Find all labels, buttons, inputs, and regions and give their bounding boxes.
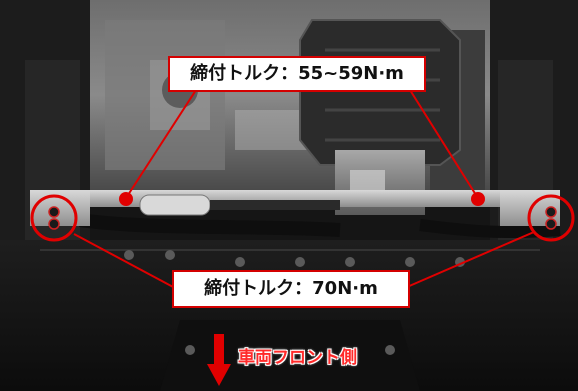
leader-line-lower-left [73,233,176,289]
cover-clip [185,345,195,355]
leader-line-upper-left [127,89,197,196]
upper-torque-callout: 締付トルク：55~59N·m [168,56,426,92]
right-bolt-highlight [527,194,575,242]
cover-clip [345,257,355,267]
right-bolt [545,206,557,218]
damper-body [139,194,211,216]
hose [79,213,341,237]
right-bolt [545,218,557,230]
cover-clip [165,250,175,260]
cover-clip [405,257,415,267]
left-bolt [48,206,60,218]
cover-clip [235,257,245,267]
upper-right-bolt-mark [471,192,485,206]
leader-line-lower-right [406,231,535,288]
damper-rod [210,200,340,210]
hose [419,219,561,239]
under-cover [0,240,578,391]
cover-clip [385,345,395,355]
lower-torque-callout: 締付トルク：70N·m [172,270,410,308]
vehicle-front-label: 車両フロント側 [238,348,357,368]
cover-clip [124,250,134,260]
left-bolt [48,218,60,230]
cover-clip [295,257,305,267]
left-bolt-highlight [30,194,78,242]
oil-pan [299,19,461,166]
arrow-down-icon [207,334,231,386]
leader-line-upper-right [409,89,477,196]
upper-left-bolt-mark [119,192,133,206]
